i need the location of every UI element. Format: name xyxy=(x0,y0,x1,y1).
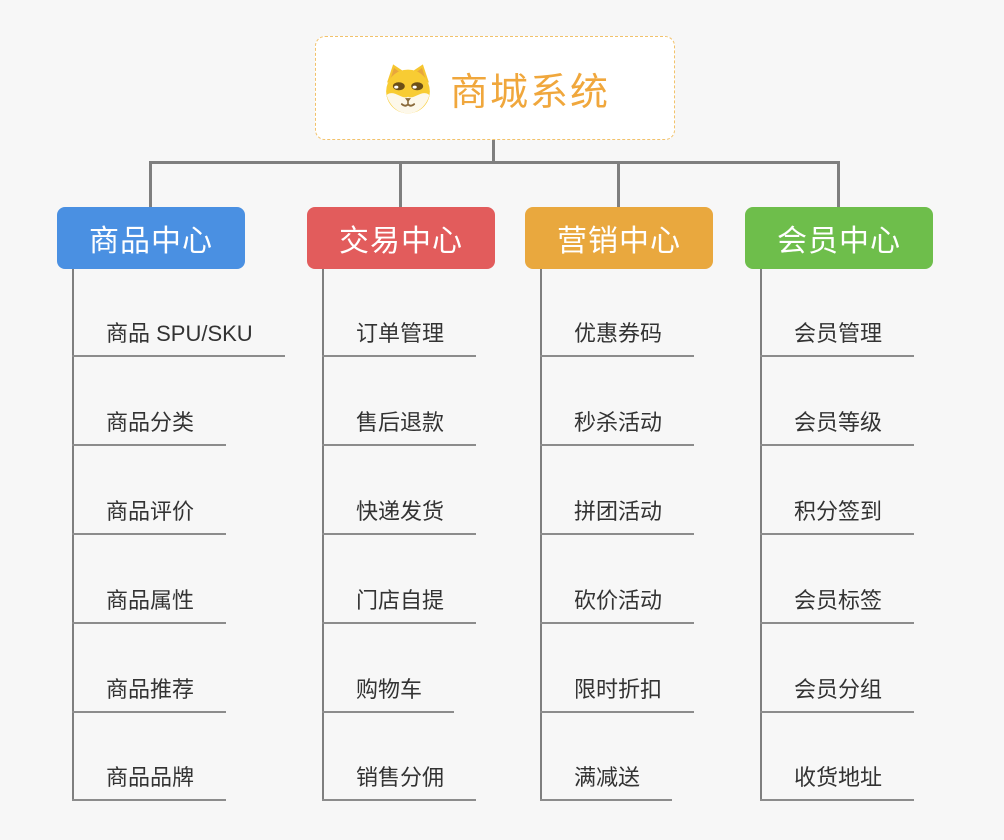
leaf-item[interactable]: 限时折扣 xyxy=(540,675,695,713)
leaf-item[interactable]: 满减送 xyxy=(540,763,673,801)
root-title: 商城系统 xyxy=(449,71,610,114)
leaf-item[interactable]: 会员等级 xyxy=(760,408,915,446)
connector-spine-marketing xyxy=(540,269,542,801)
branch-product-center: 商品中心 商品 SPU/SKU 商品分类 商品评价 商品属性 商品推荐 商品品牌 xyxy=(57,207,297,807)
branch-header-product-center[interactable]: 商品中心 xyxy=(57,207,245,269)
connector-drop-product xyxy=(149,161,152,207)
branch-header-member-center[interactable]: 会员中心 xyxy=(745,207,933,269)
leaf-item[interactable]: 销售分佣 xyxy=(322,763,477,801)
leaf-item[interactable]: 拼团活动 xyxy=(540,497,695,535)
connector-drop-trade xyxy=(399,161,402,207)
root-node[interactable]: 商城系统 xyxy=(315,36,675,140)
connector-drop-marketing xyxy=(617,161,620,207)
branch-header-marketing-center[interactable]: 营销中心 xyxy=(525,207,713,269)
connector-spine-member xyxy=(760,269,762,801)
leaf-item[interactable]: 收货地址 xyxy=(760,763,915,801)
leaf-item[interactable]: 积分签到 xyxy=(760,497,915,535)
leaf-item[interactable]: 优惠券码 xyxy=(540,319,695,357)
branch-member-center: 会员中心 会员管理 会员等级 积分签到 会员标签 会员分组 收货地址 xyxy=(745,207,985,807)
leaf-item[interactable]: 商品 SPU/SKU xyxy=(72,319,285,357)
connector-spine-trade xyxy=(322,269,324,801)
leaf-item[interactable]: 快递发货 xyxy=(322,497,477,535)
leaf-item[interactable]: 购物车 xyxy=(322,675,455,713)
branch-marketing-center: 营销中心 优惠券码 秒杀活动 拼团活动 砍价活动 限时折扣 满减送 xyxy=(525,207,765,807)
leaf-item[interactable]: 商品品牌 xyxy=(72,763,227,801)
branch-trade-center: 交易中心 订单管理 售后退款 快递发货 门店自提 购物车 销售分佣 xyxy=(307,207,547,807)
leaf-item[interactable]: 订单管理 xyxy=(322,319,477,357)
leaf-item[interactable]: 秒杀活动 xyxy=(540,408,695,446)
connector-root-stub xyxy=(492,140,495,163)
connector-drop-member xyxy=(837,161,840,207)
connector-horizontal-bar xyxy=(149,161,840,164)
shiba-dog-icon xyxy=(386,64,430,114)
leaf-item[interactable]: 会员标签 xyxy=(760,586,915,624)
leaf-item[interactable]: 会员管理 xyxy=(760,319,915,357)
leaf-item[interactable]: 门店自提 xyxy=(322,586,477,624)
leaf-item[interactable]: 商品属性 xyxy=(72,586,227,624)
leaf-item[interactable]: 售后退款 xyxy=(322,408,477,446)
leaf-item[interactable]: 砍价活动 xyxy=(540,586,695,624)
leaf-item[interactable]: 商品推荐 xyxy=(72,675,227,713)
leaf-item[interactable]: 商品评价 xyxy=(72,497,227,535)
connector-spine-product xyxy=(72,269,74,801)
branch-header-trade-center[interactable]: 交易中心 xyxy=(307,207,495,269)
leaf-item[interactable]: 会员分组 xyxy=(760,675,915,713)
leaf-item[interactable]: 商品分类 xyxy=(72,408,227,446)
